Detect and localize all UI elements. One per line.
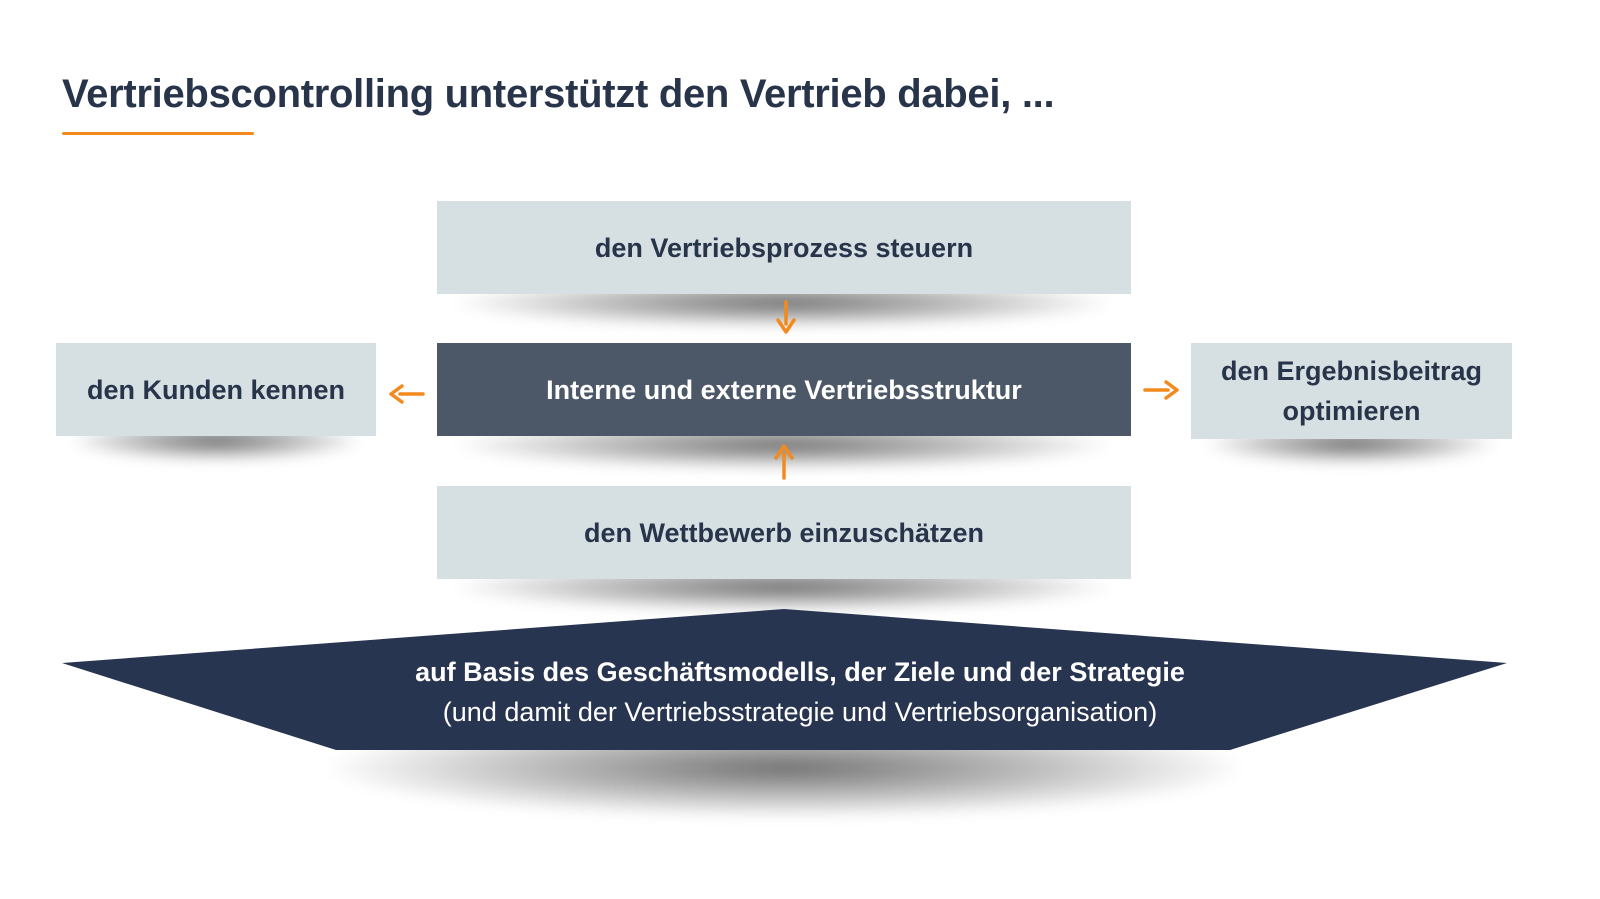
box-vertriebsstruktur-label: Interne und externe Vertriebsstruktur xyxy=(546,374,1022,405)
title-underline xyxy=(62,132,254,135)
page-title: Vertriebscontrolling unterstützt den Ver… xyxy=(62,72,1055,116)
box-ergebnisbeitrag-label-line2: optimieren xyxy=(1282,396,1421,426)
box-kunden-label: den Kunden kennen xyxy=(86,374,346,405)
box-ergebnisbeitrag: den Ergebnisbeitrag optimieren xyxy=(1191,343,1512,439)
arrow-down-icon xyxy=(776,300,796,334)
box-vertriebsprozess-label: den Vertriebsprozess steuern xyxy=(594,232,974,263)
basis-banner-text: auf Basis des Geschäftsmodells, der Ziel… xyxy=(0,652,1600,732)
box-wettbewerb-label: den Wettbewerb einzuschätzen xyxy=(583,517,985,548)
box-ergebnisbeitrag-label-line1: den Ergebnisbeitrag xyxy=(1220,356,1483,386)
basis-line2: (und damit der Vertriebsstrategie und Ve… xyxy=(442,697,1158,727)
box-kunden: den Kunden kennen xyxy=(56,343,376,436)
arrow-up-icon xyxy=(774,444,794,480)
box-vertriebsprozess: den Vertriebsprozess steuern xyxy=(437,201,1131,294)
basis-line1: auf Basis des Geschäftsmodells, der Ziel… xyxy=(415,657,1185,687)
arrow-right-icon xyxy=(1143,380,1179,400)
box-vertriebsstruktur: Interne und externe Vertriebsstruktur xyxy=(437,343,1131,436)
arrow-left-icon xyxy=(389,384,425,404)
box-wettbewerb: den Wettbewerb einzuschätzen xyxy=(437,486,1131,579)
